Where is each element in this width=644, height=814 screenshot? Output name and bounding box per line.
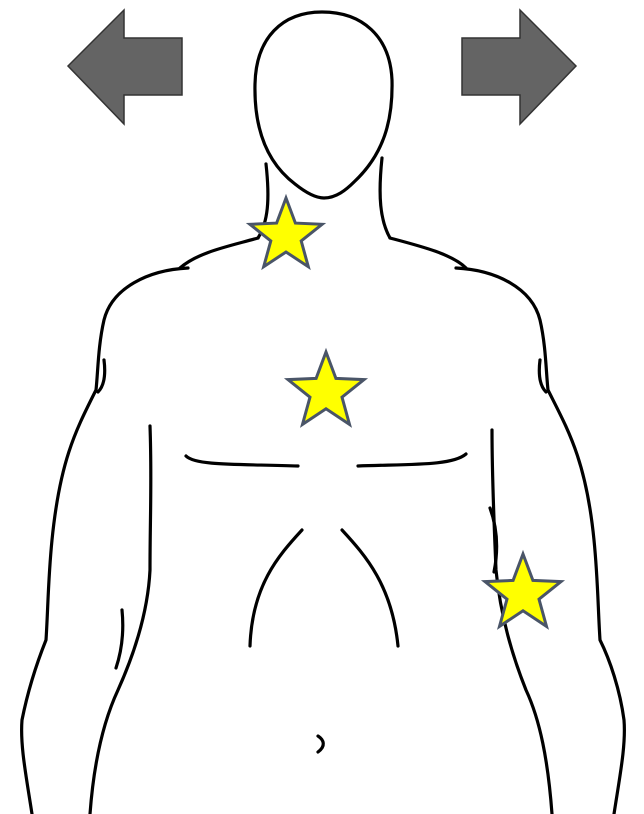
arrow-left-icon [68, 10, 182, 124]
previous-arrow-button[interactable] [68, 10, 182, 124]
marker-layer [250, 198, 561, 626]
body-outline [22, 12, 625, 814]
left-arm-outer-line [22, 268, 188, 814]
left-forearm-crease [116, 610, 123, 668]
neck-star-icon[interactable] [250, 198, 322, 267]
shoulder-left-line [180, 238, 258, 268]
navel-line [318, 736, 323, 752]
next-arrow-button[interactable] [462, 10, 576, 124]
ribcage-left-line [250, 530, 302, 646]
sternum-star-icon[interactable] [288, 352, 364, 424]
arrow-right-icon [462, 10, 576, 124]
pectoral-right-line [358, 454, 466, 466]
pectoral-left-line [186, 456, 298, 466]
shoulder-right-line [390, 238, 466, 268]
left-arm-inner-line [90, 426, 151, 814]
head-outline [255, 12, 392, 198]
ribcage-right-line [342, 530, 398, 646]
neck-right-line [380, 158, 390, 238]
